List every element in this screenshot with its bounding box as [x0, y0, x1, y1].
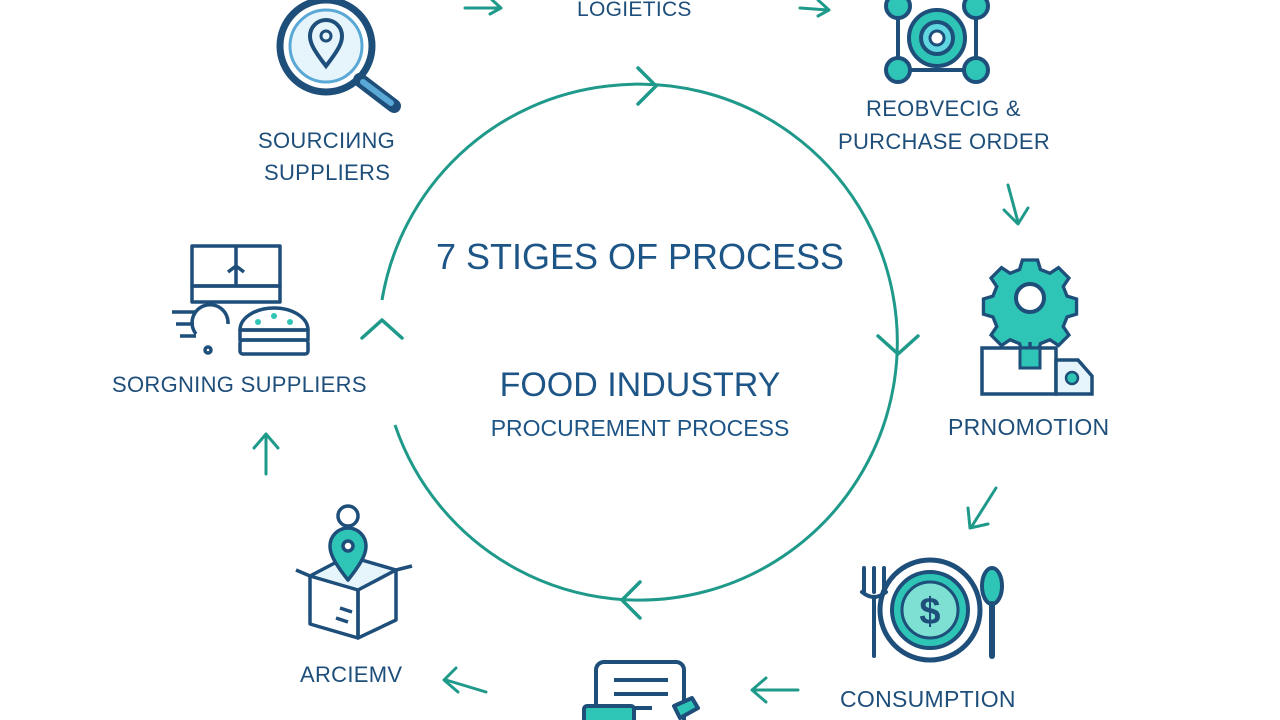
arrow-down-right-1-icon [1002, 183, 1030, 226]
magnifier-location-icon [276, 0, 401, 113]
arrow-left-archive-icon [442, 666, 488, 694]
stage-label-sourcing-left: SORGNING SUPPLIERS [112, 372, 367, 397]
stage-label-consumption: CONSUMPTION [840, 686, 1016, 712]
arrow-left-consumption-icon [750, 676, 800, 704]
stage-label-logistics: LOGIETICS [577, 0, 692, 21]
arrow-to-logistics-icon [463, 0, 503, 16]
gear-box-truck-icon [980, 258, 1094, 396]
arrow-right-icon [876, 334, 920, 356]
arrow-up-left-icon [252, 432, 280, 476]
stage-label-promotion: PRNOMOTION [948, 414, 1110, 440]
arrow-left-icon [360, 318, 404, 340]
stage-label-archive: ARCIEMV [300, 662, 403, 687]
delivery-boxes-icon [172, 244, 310, 356]
stage-label-sourcing-top-line2: SUPPLIЕRS [264, 160, 391, 185]
stage-label-receiving-line2: PURCHASE ORDER [838, 129, 1051, 154]
arrow-bottom-icon [620, 580, 642, 620]
gear-network-icon [884, 0, 990, 84]
arrow-from-logistics-icon [798, 0, 831, 18]
arrow-down-right-2-icon [966, 486, 998, 530]
document-clipboard-icon [582, 660, 700, 720]
process-subtitle: PROCUREMENT PROCESS [490, 415, 790, 441]
cycle-circle [380, 82, 899, 602]
svg-text:$: $ [919, 591, 940, 633]
box-location-icon [295, 504, 413, 640]
stage-label-receiving-line1: REOBVECIG & [866, 96, 1021, 121]
arrow-top-icon [636, 66, 658, 106]
stage-label-sourcing-top-line1: SOURCIИNG [258, 128, 396, 153]
stages-title: 7 STIGES OF PROCESS [435, 236, 845, 277]
industry-title: FOOD INDUSTRY [499, 366, 781, 404]
cycle-arrows [360, 66, 920, 620]
outer-arrows [252, 0, 1030, 704]
plate-dollar-cutlery-icon: $ [860, 557, 1004, 663]
